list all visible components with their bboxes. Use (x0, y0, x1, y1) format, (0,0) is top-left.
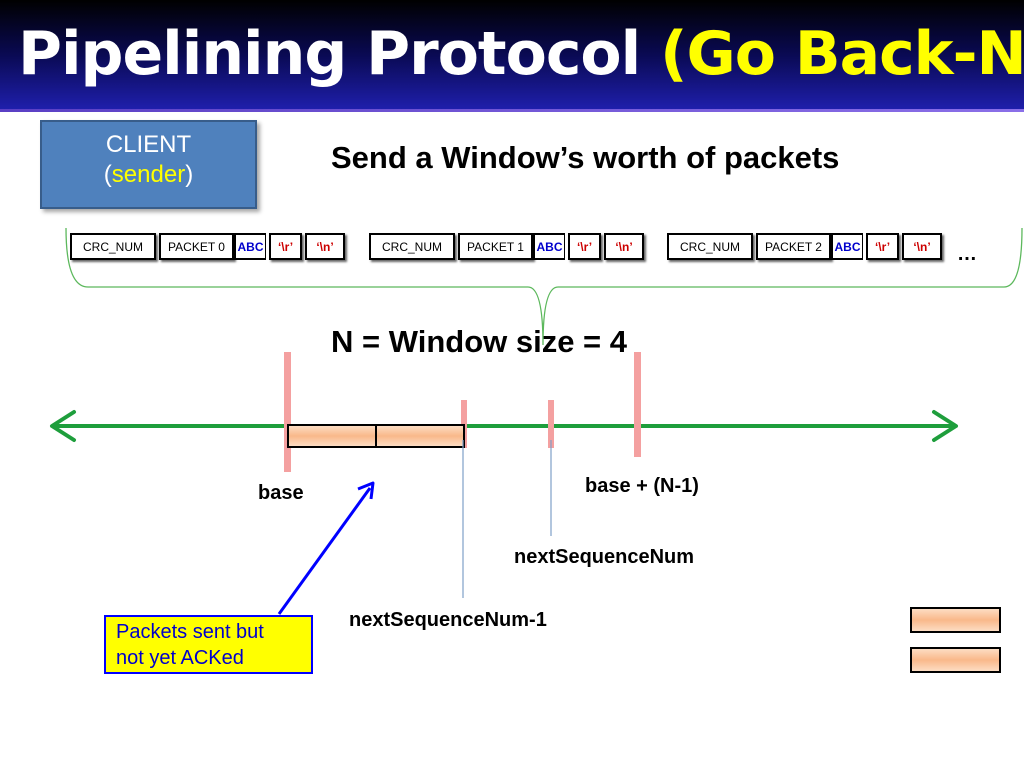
packet-crc: CRC_NUM (70, 233, 156, 260)
unacked-packet-2 (375, 424, 465, 448)
packet-data: ABC (533, 233, 565, 260)
window-size-heading: N = Window size = 4 (331, 324, 628, 359)
next-seq-marker (548, 400, 554, 448)
packet-cr: ‘\r’ (568, 233, 601, 260)
paren-open: ( (103, 161, 112, 188)
packet-cr: ‘\r’ (866, 233, 899, 260)
base-marker (284, 352, 291, 472)
note-pointer-arrow (277, 481, 375, 615)
unacked-packet-1 (287, 424, 377, 448)
packet-data: ABC (831, 233, 863, 260)
title-main: Pipelining Protocol (18, 19, 661, 89)
packet-1: CRC_NUM PACKET 1 ABC ‘\r’ ‘\n’ (369, 233, 644, 260)
packet-data: ABC (234, 233, 266, 260)
base-label: base (258, 482, 304, 504)
client-label: CLIENT (105, 131, 192, 158)
client-sender-box: CLIENT (sender) (40, 120, 257, 209)
note-line-2: not yet ACKed (116, 647, 244, 669)
title-highlight: (Go Back-N) (660, 19, 1024, 89)
packet-crc: CRC_NUM (667, 233, 753, 260)
slide-title: Pipelining Protocol (Go Back-N) (18, 14, 1024, 94)
packet-lf: ‘\n’ (902, 233, 942, 260)
next-seq-minus1-label: nextSequenceNum-1 (349, 609, 547, 631)
note-line-1: Packets sent but (116, 621, 264, 643)
packet-lf: ‘\n’ (604, 233, 644, 260)
packet-name: PACKET 0 (159, 233, 234, 260)
base-n1-marker (634, 352, 641, 457)
packet-name: PACKET 2 (756, 233, 831, 260)
packet-lf: ‘\n’ (305, 233, 345, 260)
base-n1-label: base + (N-1) (585, 475, 699, 497)
packet-cr: ‘\r’ (269, 233, 302, 260)
client-role-line: (sender) (42, 160, 255, 190)
paren-close: ) (185, 161, 194, 188)
packet-crc: CRC_NUM (369, 233, 455, 260)
unacked-note-box: Packets sent but not yet ACKed (104, 615, 313, 674)
packet-0: CRC_NUM PACKET 0 ABC ‘\r’ ‘\n’ (70, 233, 345, 260)
packet-2: CRC_NUM PACKET 2 ABC ‘\r’ ‘\n’ (667, 233, 942, 260)
more-packets-ellipsis: … (957, 243, 977, 265)
legend-packet-2 (910, 647, 1001, 673)
title-underline (0, 109, 1024, 112)
next-seq-label: nextSequenceNum (514, 546, 695, 568)
packet-name: PACKET 1 (458, 233, 533, 260)
legend-packet-1 (910, 607, 1001, 633)
send-window-heading: Send a Window’s worth of packets (331, 140, 840, 175)
window-brace (65, 227, 1023, 346)
timeline-arrow (50, 410, 958, 442)
client-role: sender (111, 161, 186, 188)
title-bar: Pipelining Protocol (Go Back-N) (0, 0, 1024, 112)
